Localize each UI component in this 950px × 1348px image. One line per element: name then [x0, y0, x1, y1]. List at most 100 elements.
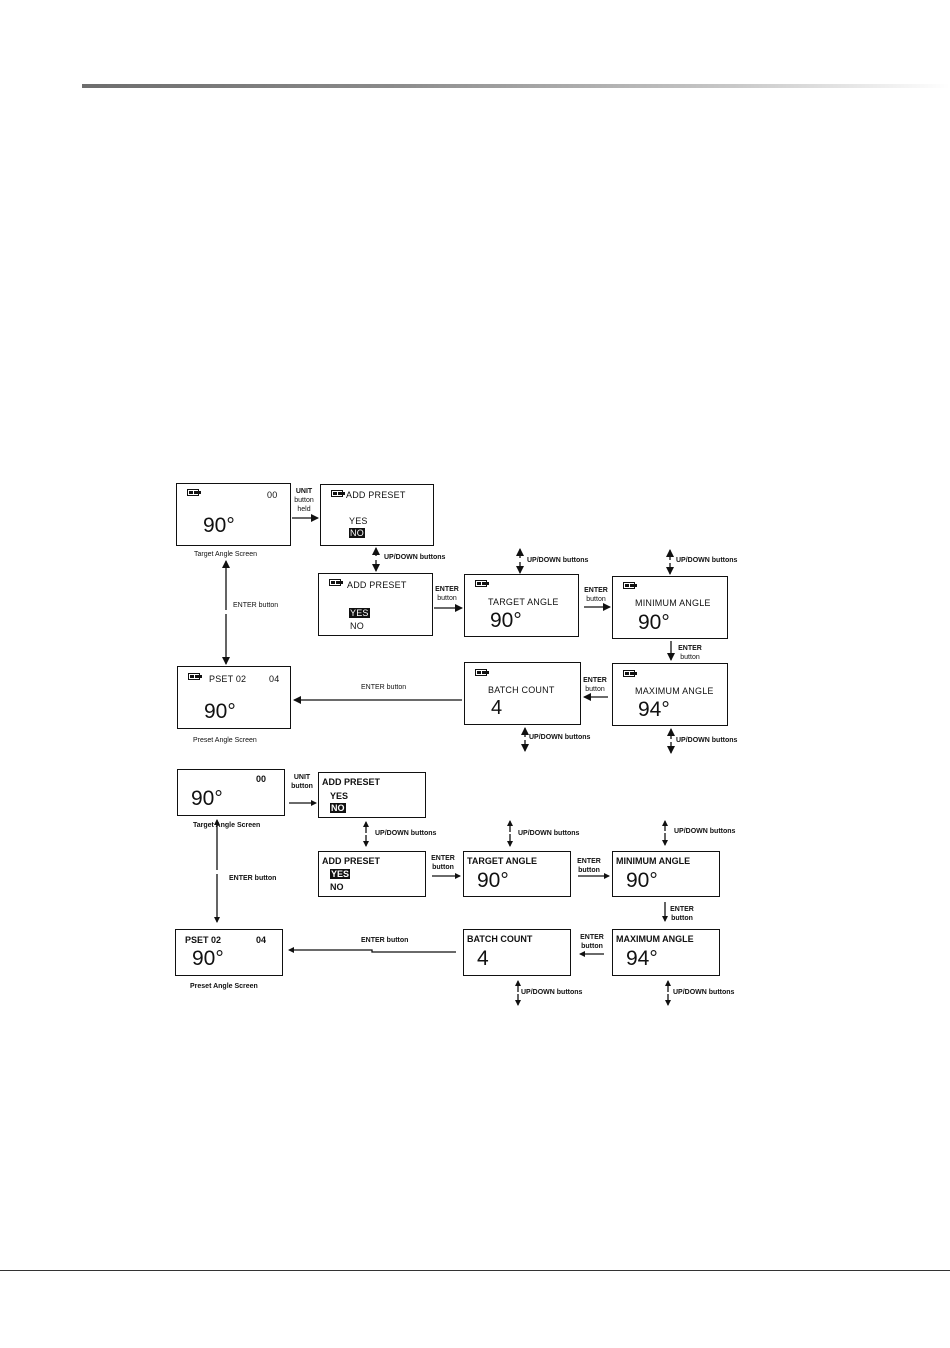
- screen-caption: Target Angle Screen: [194, 551, 258, 558]
- updown-label: UP/DOWN buttons: [518, 830, 580, 837]
- option-no: NO: [330, 882, 344, 892]
- preset-angle-screen: PSET 02 04 90°: [175, 929, 283, 976]
- screen-angle: 90°: [638, 611, 670, 634]
- enter-button-label: ENTER button: [668, 905, 696, 923]
- enter-button-label: ENTER button: [229, 875, 277, 882]
- label-line: ENTER: [580, 934, 604, 941]
- label-line: button: [294, 497, 314, 504]
- battery-icon: [475, 580, 489, 587]
- target-angle-screen: 00 90°: [177, 769, 285, 816]
- label-line: ENTER: [431, 855, 455, 862]
- label-line: ENTER: [577, 858, 601, 865]
- option-yes: YES: [349, 516, 368, 526]
- option-no-selected: NO: [349, 528, 365, 538]
- enter-button-label: ENTER button: [578, 933, 606, 951]
- batch-count-screen: BATCH COUNT 4: [464, 662, 581, 725]
- screen-angle: 90°: [203, 514, 235, 537]
- target-angle-setting-screen: TARGET ANGLE 90°: [463, 851, 571, 897]
- enter-button-label: ENTER button: [575, 857, 603, 875]
- battery-icon: [188, 673, 202, 680]
- enter-button-label: ENTER button: [361, 937, 409, 944]
- maximum-angle-screen: MAXIMUM ANGLE 94°: [612, 929, 720, 976]
- screen-title: MAXIMUM ANGLE: [616, 934, 694, 944]
- enter-button-label: ENTER button: [361, 684, 407, 691]
- screen-counter: 00: [256, 774, 267, 784]
- screen-title: MAXIMUM ANGLE: [635, 686, 714, 696]
- option-yes-selected: YES: [349, 608, 370, 618]
- updown-label: UP/DOWN buttons: [527, 557, 589, 564]
- screen-angle: 90°: [192, 947, 224, 970]
- preset-name: PSET 02: [209, 674, 247, 684]
- screen-title: ADD PRESET: [322, 777, 381, 787]
- label-line: button: [680, 654, 700, 661]
- battery-icon: [331, 490, 345, 497]
- add-preset-screen-no: ADD PRESET YES NO: [318, 772, 426, 818]
- label-line: ENTER: [435, 586, 459, 593]
- battery-icon: [187, 489, 201, 496]
- screen-title: TARGET ANGLE: [488, 597, 559, 607]
- enter-button-label: ENTER button: [581, 676, 609, 694]
- arrow-left: [288, 947, 456, 953]
- screen-title: MINIMUM ANGLE: [635, 598, 711, 608]
- updown-label: UP/DOWN buttons: [384, 554, 446, 561]
- option-yes-selected: YES: [330, 869, 351, 879]
- screen-title: ADD PRESET: [346, 490, 406, 500]
- screen-title: MINIMUM ANGLE: [616, 856, 691, 866]
- label-line: held: [297, 506, 311, 513]
- add-preset-screen-no: ADD PRESET YES NO: [320, 484, 434, 546]
- label-line: button: [671, 915, 693, 922]
- screen-angle: 90°: [191, 787, 223, 810]
- preset-angle-screen: PSET 02 04 90°: [177, 666, 291, 729]
- option-no: NO: [350, 621, 364, 631]
- screen-counter: 04: [269, 674, 280, 684]
- label-line: ENTER: [583, 677, 607, 684]
- unit-button-label: UNIT button: [288, 773, 316, 791]
- add-preset-screen-yes: ADD PRESET YES NO: [318, 851, 426, 897]
- screen-angle: 90°: [490, 609, 522, 632]
- screen-title: BATCH COUNT: [488, 685, 555, 695]
- battery-icon: [623, 670, 637, 677]
- label-line: button: [291, 783, 313, 790]
- battery-icon: [623, 582, 637, 589]
- updown-label: UP/DOWN buttons: [521, 989, 583, 996]
- label-line: button: [578, 867, 600, 874]
- minimum-angle-screen: MINIMUM ANGLE 90°: [612, 851, 720, 897]
- enter-button-label: ENTER button: [582, 586, 610, 604]
- option-no-selected: NO: [330, 803, 346, 813]
- target-angle-setting-screen: TARGET ANGLE 90°: [464, 574, 579, 637]
- screen-value: 4: [477, 947, 489, 970]
- label-line: button: [581, 943, 603, 950]
- screen-title: ADD PRESET: [347, 580, 407, 590]
- screen-value: 4: [491, 697, 503, 719]
- screen-angle: 90°: [477, 869, 509, 892]
- label-line: UNIT: [295, 488, 313, 495]
- screen-title: TARGET ANGLE: [467, 856, 537, 866]
- preset-name: PSET 02: [185, 935, 222, 945]
- screen-angle: 94°: [626, 947, 658, 970]
- add-preset-screen-yes: ADD PRESET YES NO: [318, 573, 433, 636]
- batch-count-screen: BATCH COUNT 4: [463, 929, 571, 976]
- maximum-angle-screen: MAXIMUM ANGLE 94°: [612, 663, 728, 726]
- battery-icon: [475, 669, 489, 676]
- minimum-angle-screen: MINIMUM ANGLE 90°: [612, 576, 728, 639]
- screen-angle: 90°: [626, 869, 658, 892]
- updown-label: UP/DOWN buttons: [676, 557, 738, 564]
- screen-angle: 94°: [638, 698, 670, 721]
- screen-title: ADD PRESET: [322, 856, 381, 866]
- label-line: button: [586, 596, 606, 603]
- screen-counter: 00: [267, 490, 278, 500]
- enter-button-label: ENTER button: [233, 602, 279, 609]
- screen-angle: 90°: [204, 700, 236, 723]
- target-angle-screen: 00 90°: [176, 483, 291, 546]
- screen-counter: 04: [256, 935, 267, 945]
- screen-caption: Preset Angle Screen: [193, 737, 257, 744]
- battery-icon: [329, 579, 343, 586]
- footer-rule: [0, 1270, 950, 1271]
- label-line: ENTER: [670, 906, 694, 913]
- label-line: ENTER: [584, 587, 608, 594]
- label-line: button: [585, 686, 605, 693]
- label-line: button: [432, 864, 454, 871]
- label-line: UNIT: [293, 774, 311, 781]
- header-rule: [82, 84, 950, 88]
